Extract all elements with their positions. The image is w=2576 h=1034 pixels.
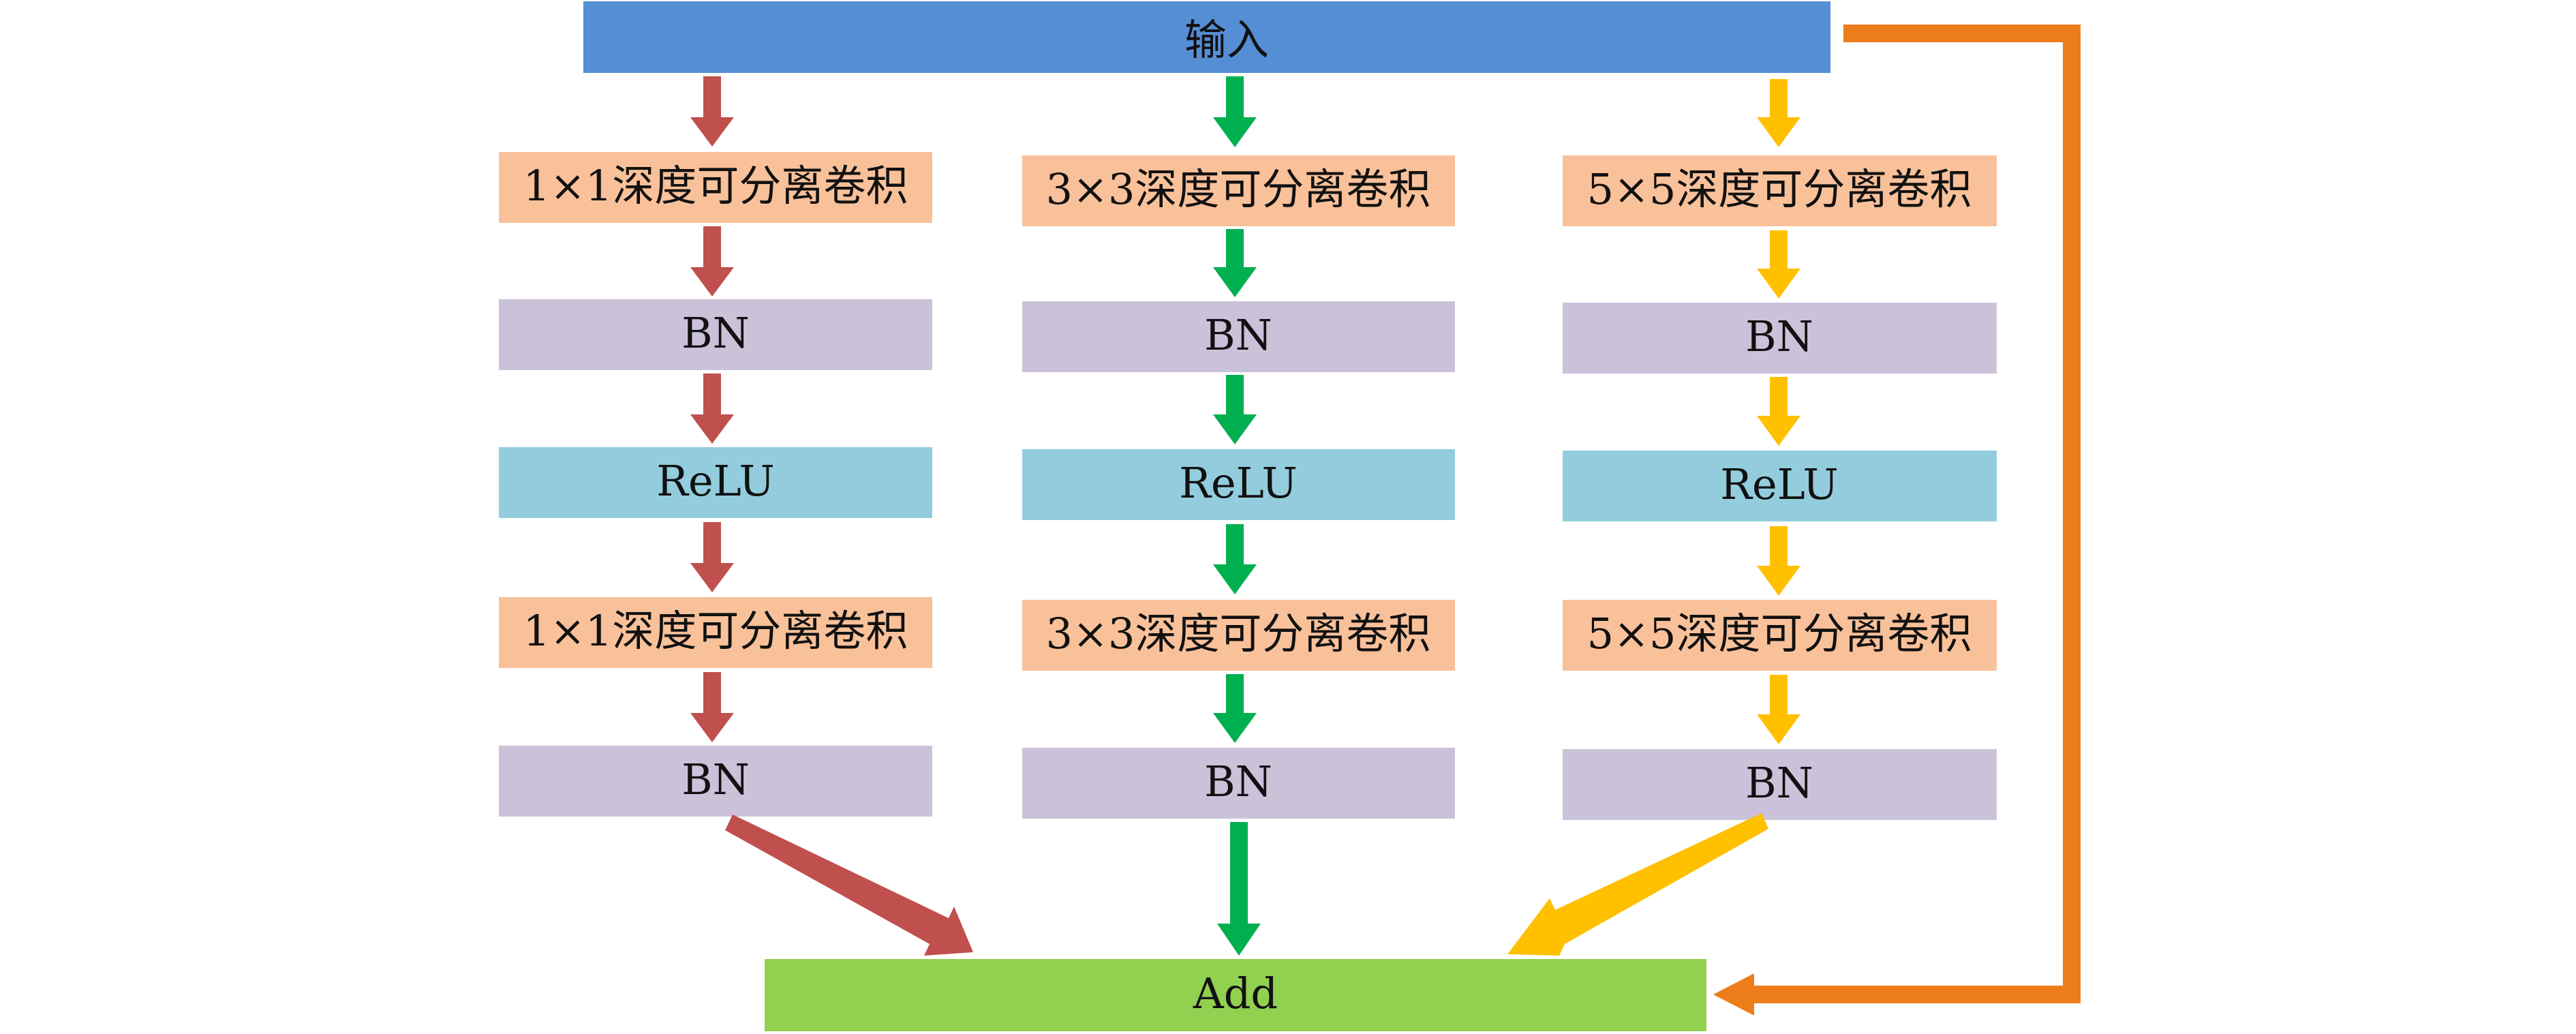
- branch-1x1-bn-1: [499, 299, 932, 370]
- branch-3x3-bn-2: [1022, 748, 1455, 819]
- branch-5x5-bn-1: [1563, 303, 1997, 374]
- branch-5x5-bn-2-label: BN: [1745, 758, 1813, 808]
- input-label: 输入: [1184, 15, 1269, 65]
- branch-5x5-arrow: [1757, 526, 1800, 596]
- branch-5x5-merge-arrow: [1507, 813, 1768, 956]
- branch-5x5-conv-2: [1563, 600, 1997, 671]
- branch-1x1-arrow: [690, 76, 734, 147]
- branch-3x3-bn-2-label: BN: [1204, 757, 1272, 806]
- branch-3x3-conv-1-label: 3×3深度可分离卷积: [1046, 164, 1431, 214]
- branch-3x3-arrow: [1213, 524, 1257, 594]
- branch-1x1-conv-2-label: 1×1深度可分离卷积: [523, 606, 908, 656]
- branch-1x1-arrow: [690, 374, 734, 444]
- branch-5x5-conv-1: [1563, 155, 1997, 226]
- branch-1x1-relu-label: ReLU: [656, 456, 774, 506]
- branch-1x1-arrow: [690, 226, 734, 296]
- branch-1x1-bn-2: [499, 746, 932, 817]
- branch-5x5-bn-2: [1563, 749, 1997, 820]
- branch-3x3-arrow: [1213, 76, 1257, 147]
- add-box: [765, 959, 1706, 1031]
- branch-5x5-arrow: [1757, 230, 1800, 299]
- add-label: Add: [1193, 969, 1278, 1018]
- branch-3x3-conv-1: [1022, 155, 1455, 226]
- branch-3x3-conv-2: [1022, 600, 1455, 671]
- branch-5x5-relu-label: ReLU: [1720, 459, 1838, 509]
- branch-3x3-bn-1-label: BN: [1204, 310, 1272, 360]
- branch-3x3-merge-arrow: [1217, 822, 1261, 956]
- branch-3x3-relu-label: ReLU: [1179, 458, 1297, 508]
- branch-3x3-relu: [1022, 449, 1455, 520]
- branch-1x1-arrow: [690, 672, 734, 742]
- branch-3x3-arrow: [1213, 674, 1257, 743]
- input-box: [583, 1, 1830, 73]
- branch-3x3-arrow: [1213, 229, 1257, 297]
- branch-1x1-conv-2: [499, 597, 932, 668]
- branch-5x5-arrow: [1757, 377, 1800, 446]
- branch-1x1-merge-arrow: [725, 815, 973, 956]
- branch-1x1-conv-1-label: 1×1深度可分离卷积: [523, 161, 908, 211]
- skip-connection-arrow-head: [1713, 973, 1754, 1016]
- branch-1x1-bn-1-label: BN: [681, 308, 750, 358]
- branch-1x1-conv-1: [499, 152, 932, 223]
- branch-1x1-relu: [499, 447, 932, 518]
- branch-3x3-arrow: [1213, 375, 1257, 444]
- branch-5x5-conv-1-label: 5×5深度可分离卷积: [1587, 164, 1972, 214]
- branch-5x5-conv-2-label: 5×5深度可分离卷积: [1587, 609, 1972, 658]
- branch-1x1-bn-2-label: BN: [681, 755, 750, 804]
- branch-1x1-arrow: [690, 522, 734, 592]
- branch-3x3-conv-2-label: 3×3深度可分离卷积: [1046, 609, 1431, 658]
- branch-3x3-bn-1: [1022, 301, 1455, 372]
- branch-5x5-arrow: [1757, 79, 1800, 147]
- branch-5x5-bn-1-label: BN: [1745, 311, 1813, 361]
- branch-5x5-relu: [1563, 451, 1997, 521]
- branch-5x5-arrow: [1757, 675, 1800, 744]
